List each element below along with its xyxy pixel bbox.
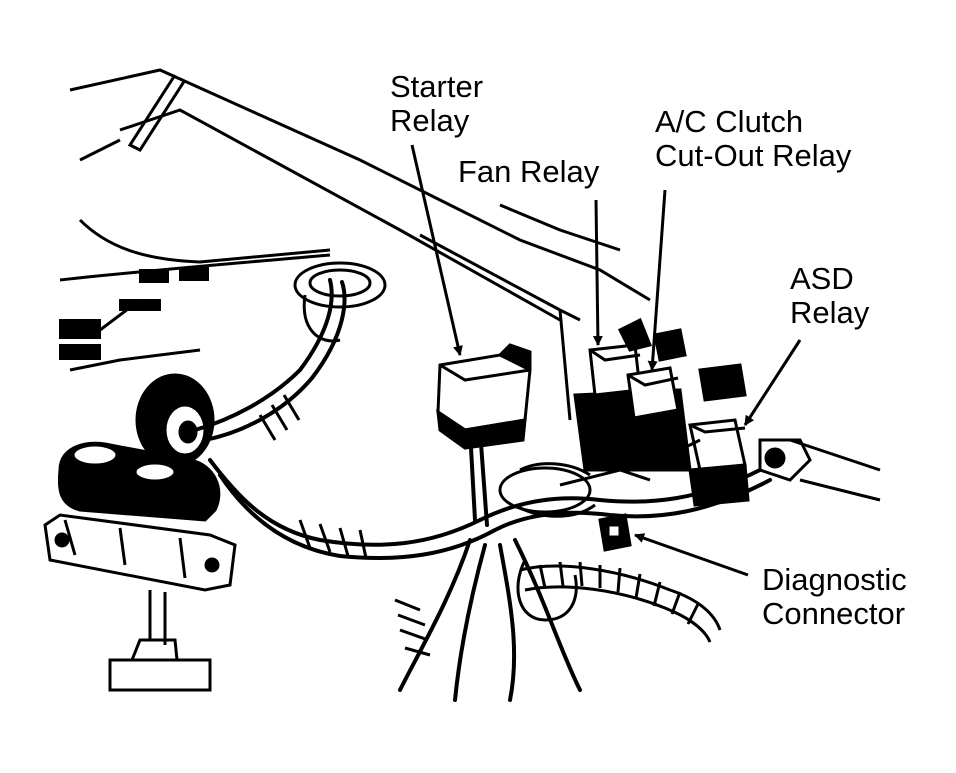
starter-relay-label: Starter Relay <box>390 70 483 138</box>
fan-relay-label-line1: Fan Relay <box>458 154 600 189</box>
ac-clutch-relay-label-line1: A/C Clutch <box>655 104 804 139</box>
ac-clutch-relay-pointer <box>647 189 667 371</box>
master-cylinder <box>43 441 237 692</box>
fan-relay-pointer <box>592 199 603 346</box>
corrugated-hose <box>519 561 722 643</box>
diagnostic-connector-label: Diagnostic Connector <box>762 563 907 631</box>
brake-booster <box>135 373 215 467</box>
ac-clutch-relay-label: A/C Clutch Cut-Out Relay <box>655 105 851 173</box>
fan-relay-label: Fan Relay <box>458 155 599 189</box>
diagnostic-connector-pointer <box>634 533 749 577</box>
asd-relay-label-line2: Relay <box>790 295 870 330</box>
asd-relay-label-line1: ASD <box>790 261 854 296</box>
harness-wrapping <box>258 394 431 657</box>
fender-panel <box>59 68 651 421</box>
diagnostic-connector-label-line1: Diagnostic <box>762 562 907 597</box>
starter-relay-pointer <box>410 144 463 356</box>
starter-relay-body <box>436 343 532 450</box>
relay-block <box>573 317 692 472</box>
asd-relay-body <box>688 363 881 507</box>
pointer-lines <box>410 144 802 577</box>
throttle-hoses <box>498 438 701 622</box>
asd-relay-pointer <box>743 339 802 426</box>
left-bracket <box>59 267 209 372</box>
asd-relay-label: ASD Relay <box>790 262 869 330</box>
starter-relay-label-line2: Relay <box>390 103 470 138</box>
ac-clutch-relay-label-line2: Cut-Out Relay <box>655 138 852 173</box>
diagnostic-connector-body <box>598 513 632 552</box>
diagnostic-connector-label-line2: Connector <box>762 596 906 631</box>
starter-relay-label-line1: Starter <box>390 69 484 104</box>
